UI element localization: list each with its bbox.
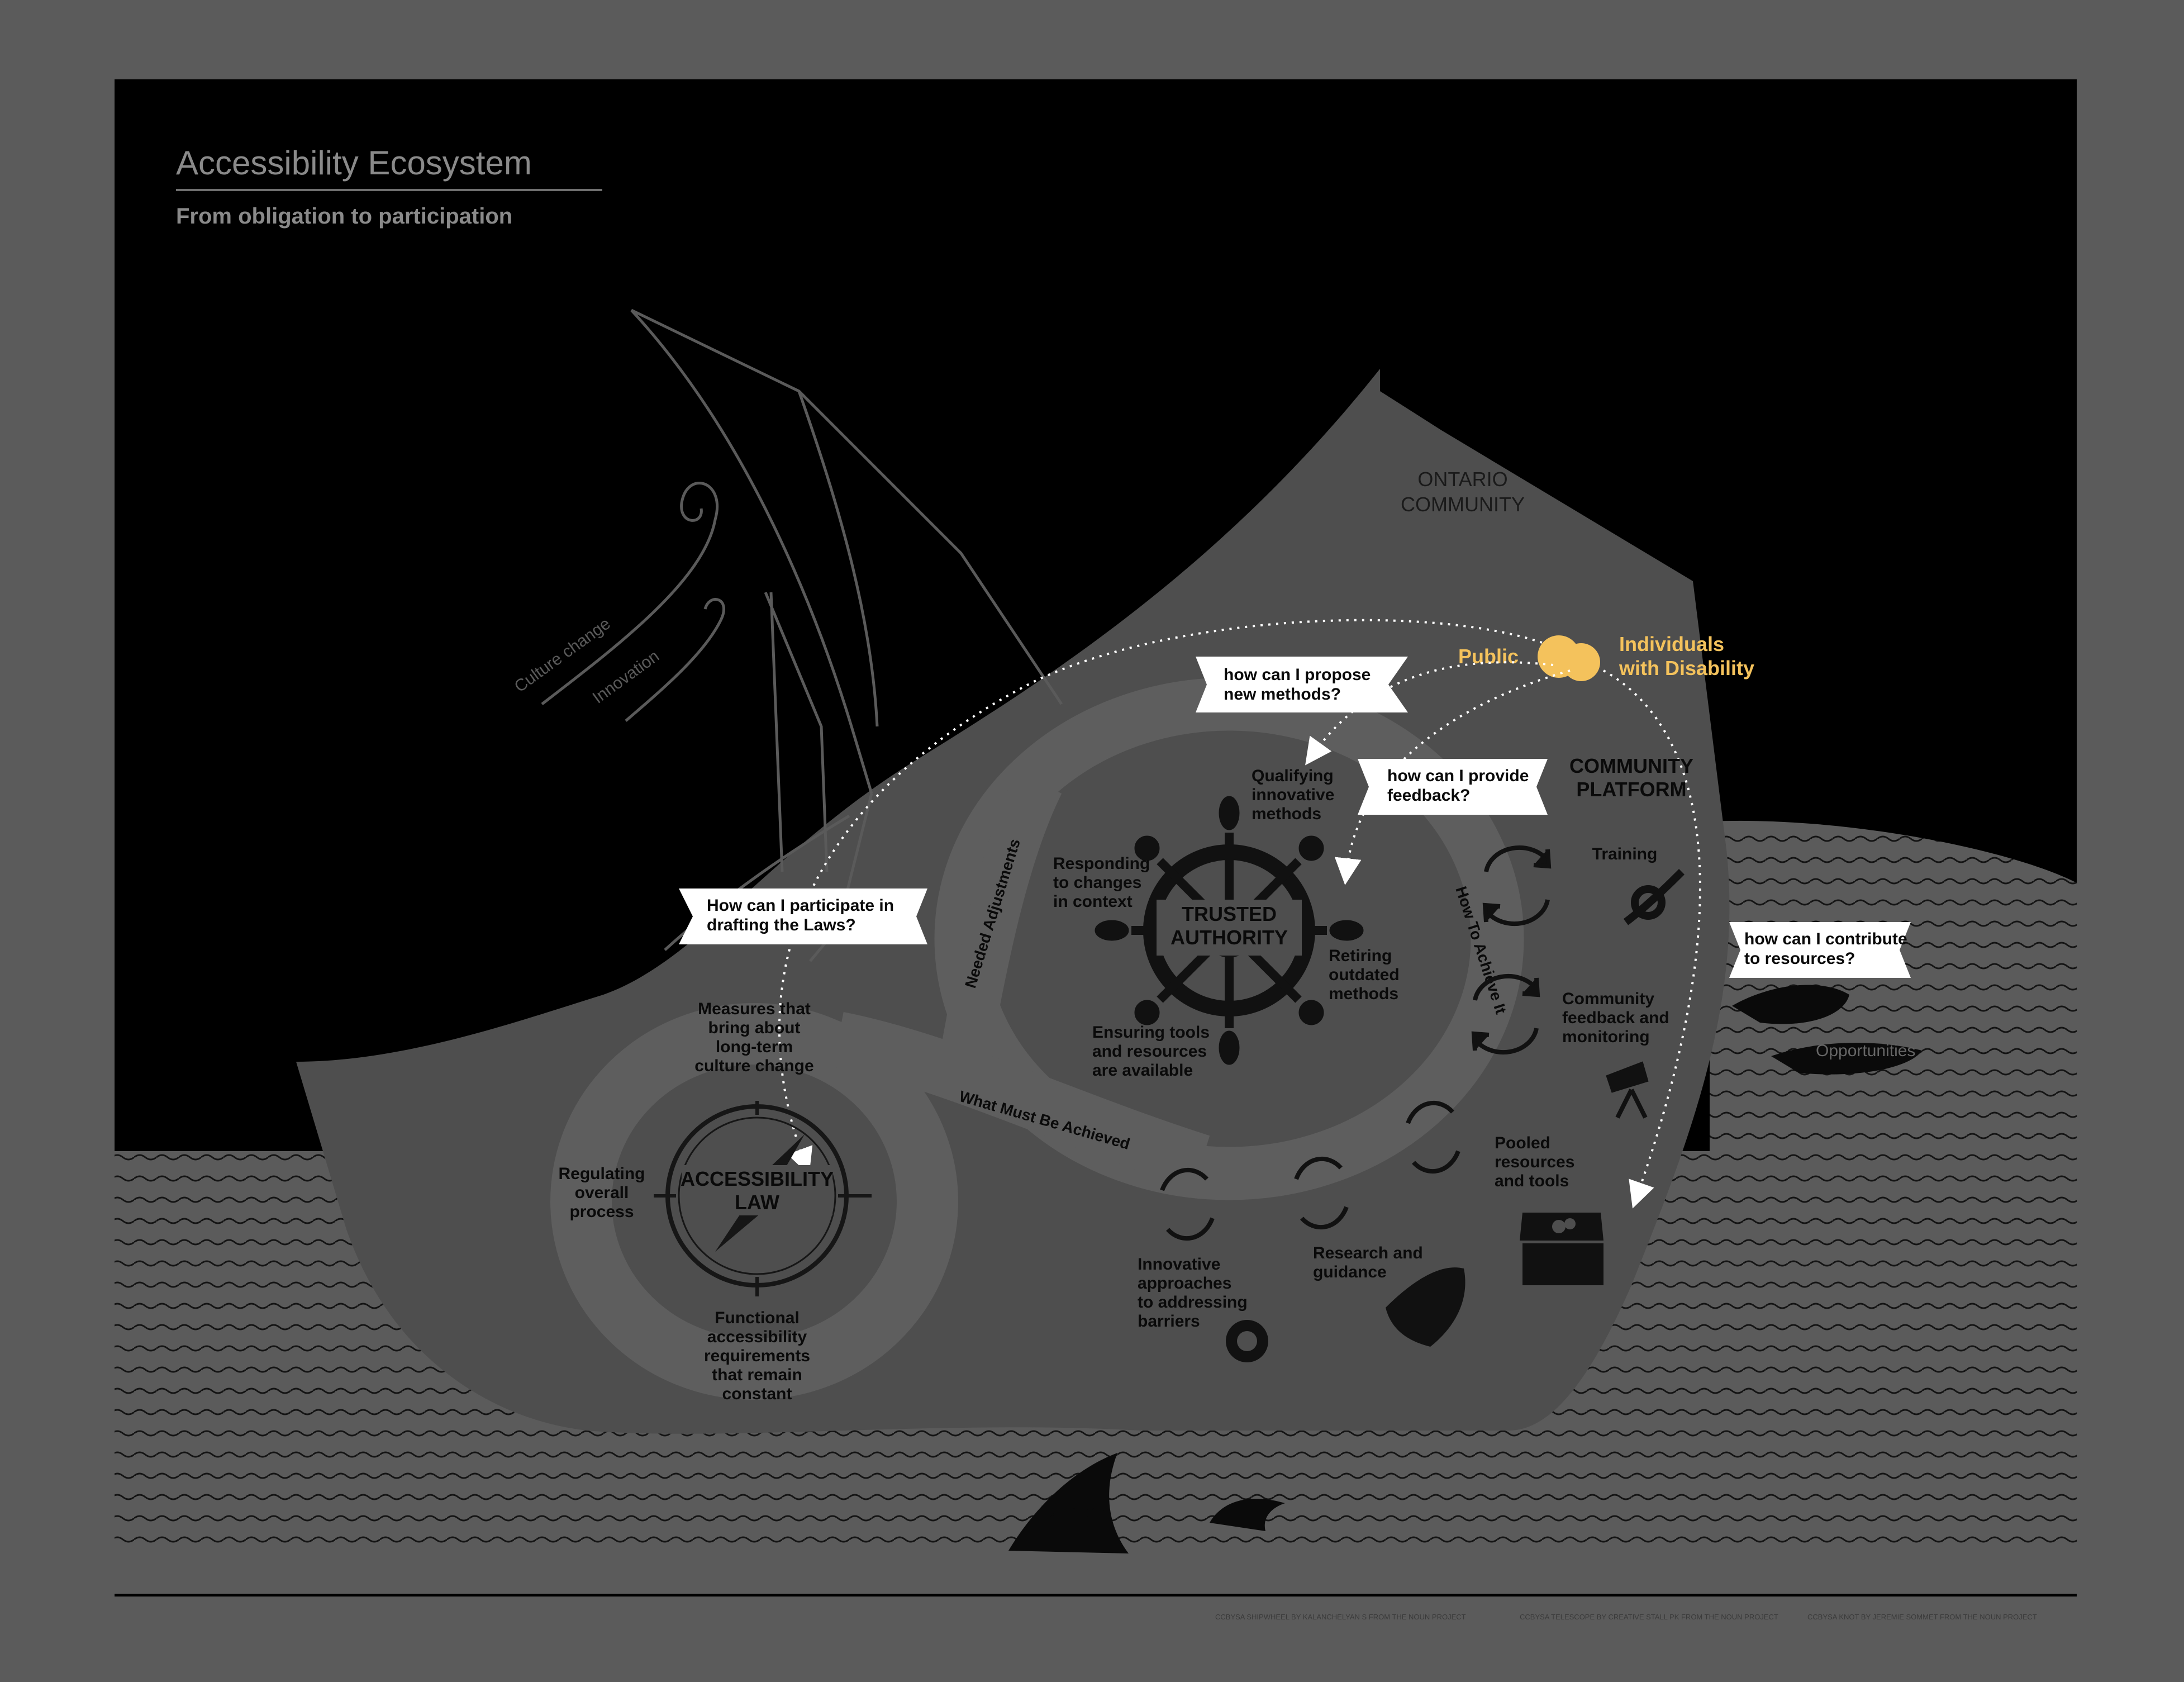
- cycle-icon-innovative: [1160, 1167, 1215, 1241]
- credit-knot: CCBYSA KNOT BY JEREMIE SOMMET FROM THE N…: [1807, 1613, 2037, 1621]
- innovative-line4: barriers: [1138, 1312, 1200, 1331]
- life-ring-icon: [1226, 1320, 1268, 1362]
- accessibility-law-line1: ACCESSIBILITY: [681, 1167, 834, 1190]
- innovative-line2: approaches: [1138, 1274, 1231, 1293]
- flag-propose-line2: new methods?: [1224, 685, 1341, 704]
- knot-icon: [1623, 869, 1685, 925]
- law-label-bg: [682, 1165, 832, 1215]
- innovative-line3: to addressing: [1138, 1293, 1248, 1312]
- wind-curls: [541, 481, 726, 722]
- what-must-road: [832, 1011, 1210, 1189]
- flag-feedback-line2: feedback?: [1387, 786, 1470, 805]
- sea-right-waves: [1710, 820, 2077, 1157]
- responding-line1: Responding: [1053, 854, 1150, 873]
- flag-participate-line2: drafting the Laws?: [707, 916, 856, 934]
- research-line1: Research and: [1313, 1244, 1423, 1262]
- qualifying-line2: innovative: [1252, 786, 1334, 804]
- treasure-chest-icon: [1520, 1213, 1603, 1285]
- measures-line2: bring about: [708, 1019, 801, 1037]
- cycle-icon-training: [1482, 845, 1552, 926]
- ontario-label-line2: COMMUNITY: [1401, 493, 1525, 516]
- page-title: Accessibility Ecosystem: [176, 144, 532, 182]
- measures-line3: long-term: [716, 1038, 793, 1056]
- qualifying-line3: methods: [1252, 805, 1321, 823]
- individuals-label-line1: Individuals: [1619, 633, 1724, 655]
- community-feedback-line2: feedback and: [1562, 1009, 1669, 1027]
- regulating-line1: Regulating: [559, 1165, 645, 1183]
- retiring-line1: Retiring: [1329, 947, 1392, 965]
- individuals-label-line2: with Disability: [1619, 657, 1754, 680]
- map-icon: [1386, 1267, 1465, 1347]
- training-label: Training: [1592, 845, 1658, 863]
- credit-shipwheel: CCBYSA SHIPWHEEL BY KALANCHELYAN S FROM …: [1215, 1613, 1466, 1621]
- individuals-dot: [1562, 643, 1600, 681]
- accessibility-law-line2: LAW: [735, 1191, 779, 1214]
- needed-adjust-road: [936, 771, 1062, 1083]
- opportunities-label: Opportunities: [1816, 1042, 1915, 1060]
- flag-feedback: how can I provide feedback?: [1358, 759, 1548, 815]
- credits-bar: [115, 1594, 2077, 1597]
- page-subtitle: From obligation to participation: [176, 204, 512, 229]
- measures-line4: culture change: [694, 1057, 813, 1075]
- flag-participate-line1: How can I participate in: [707, 896, 894, 915]
- responding-line2: to changes: [1053, 873, 1141, 892]
- law-labels: Measures that bring about long-term cult…: [559, 1000, 814, 1403]
- pooled-line2: resources: [1495, 1153, 1574, 1171]
- pooled-line3: and tools: [1495, 1172, 1569, 1190]
- functional-line3: requirements: [704, 1347, 810, 1365]
- community-platform-line2: PLATFORM: [1576, 778, 1686, 801]
- community-feedback-line1: Community: [1562, 990, 1654, 1008]
- cycle-icons: [1160, 845, 1552, 1241]
- functional-line5: constant: [722, 1385, 792, 1403]
- flag-feedback-line1: how can I provide: [1387, 767, 1529, 785]
- cycle-icon-pooled: [1406, 1100, 1460, 1174]
- flag-propose: how can I propose new methods?: [1196, 657, 1408, 712]
- retiring-line3: methods: [1329, 985, 1398, 1003]
- research-line2: guidance: [1313, 1263, 1387, 1281]
- trusted-authority-line2: AUTHORITY: [1170, 926, 1288, 949]
- flag-contribute-line1: how can I contribute: [1744, 930, 1907, 948]
- qualifying-line1: Qualifying: [1252, 767, 1334, 785]
- regulating-line3: process: [569, 1203, 634, 1221]
- credits: CCBYSA SHIPWHEEL BY KALANCHELYAN S FROM …: [1215, 1613, 2037, 1621]
- trusted-authority-line1: TRUSTED: [1182, 902, 1277, 925]
- flag-propose-line1: how can I propose: [1224, 666, 1371, 684]
- flag-contribute-line2: to resources?: [1744, 949, 1855, 968]
- ensuring-line2: and resources: [1092, 1042, 1207, 1061]
- responding-line3: in context: [1053, 892, 1133, 911]
- platform-labels: Training Community feedback and monitori…: [1138, 845, 1669, 1331]
- shark-fin-icon: [1008, 1453, 1285, 1553]
- ensuring-line3: are available: [1092, 1061, 1193, 1080]
- functional-line4: that remain: [712, 1366, 802, 1384]
- functional-line1: Functional: [715, 1309, 800, 1327]
- community-platform-line1: COMMUNITY: [1569, 754, 1693, 777]
- whale-icon: [1732, 985, 1922, 1075]
- question-arrows: [778, 619, 1701, 1209]
- ontario-label-line1: ONTARIO: [1417, 468, 1507, 491]
- pooled-line1: Pooled: [1495, 1134, 1550, 1152]
- public-label: Public: [1458, 645, 1519, 668]
- cycle-icon-feedback: [1471, 973, 1540, 1055]
- telescope-icon: [1606, 1061, 1649, 1119]
- flag-contribute: how can I contribute to resources?: [1729, 922, 1911, 978]
- innovative-line1: Innovative: [1138, 1255, 1220, 1274]
- authority-label-bg: [1157, 900, 1302, 956]
- retiring-line2: outdated: [1329, 966, 1400, 984]
- barriers-label: Barriers: [1040, 1503, 1105, 1521]
- flag-participate: How can I participate in drafting the La…: [679, 888, 927, 944]
- law-ring: [550, 1003, 958, 1400]
- cycle-icon-research: [1294, 1156, 1349, 1230]
- ensuring-line1: Ensuring tools: [1092, 1023, 1210, 1042]
- credit-telescope: CCBYSA TELESCOPE BY CREATIVE STALL PK FR…: [1520, 1613, 1778, 1621]
- measures-line1: Measures that: [698, 1000, 811, 1018]
- regulating-line2: overall: [575, 1184, 629, 1202]
- community-feedback-line3: monitoring: [1562, 1028, 1650, 1046]
- authority-labels: Qualifying innovative methods Responding…: [1053, 767, 1400, 1080]
- functional-line2: accessibility: [707, 1328, 807, 1346]
